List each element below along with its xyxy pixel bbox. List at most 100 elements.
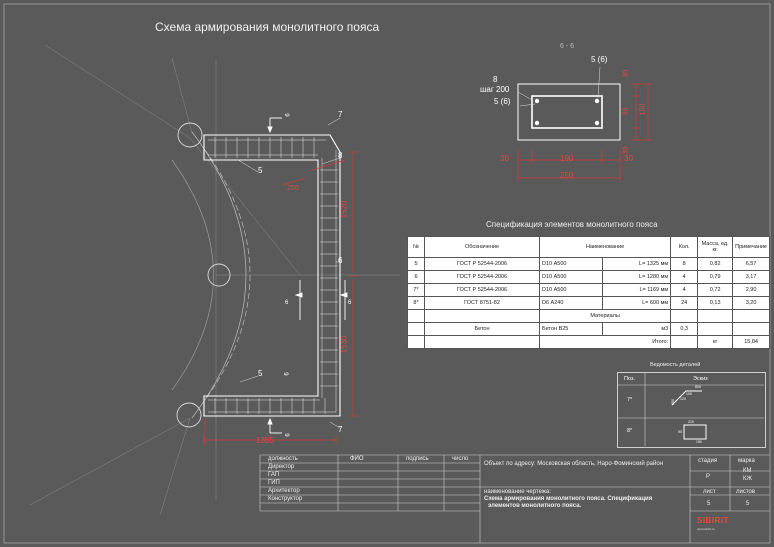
stamp-mark-label: марка <box>738 458 755 464</box>
spec-cell-mass: 0,82 <box>697 257 734 271</box>
plan-dim-1385: 1385 <box>256 436 274 445</box>
rebar-grid-top <box>208 137 326 158</box>
vedomost-s2-a: 210 <box>688 420 694 424</box>
spec-cell-no: 6 <box>407 270 425 284</box>
page-title: Схема армирования монолитного пояса <box>155 20 380 34</box>
plan-label-5-top: 5 <box>258 166 263 175</box>
plan-label-8: 8 <box>338 151 343 160</box>
stamp-sheet-label: лист <box>703 489 716 495</box>
plan-label-5-bottom: 5 <box>258 369 263 378</box>
section-label-5-6-left: 5 (6) <box>494 97 511 106</box>
spec-col-note: Примечание <box>732 236 770 258</box>
stamp-stage-label: стадия <box>698 458 718 464</box>
belt-outline <box>203 134 341 417</box>
spec-cell-designation: ГОСТ Р 52544-2006 <box>424 270 540 284</box>
stamp-sheet-value: 5 <box>707 501 711 507</box>
spec-material-unit: м3 <box>601 322 672 336</box>
spec-col-mass: Масса, ед. кг. <box>697 236 734 258</box>
spec-cell-note: 2,90 <box>732 283 770 297</box>
logo: SIBIRIT <box>697 516 729 525</box>
section-label-8: 8 <box>493 75 498 84</box>
spec-cell-no: 8* <box>407 296 425 310</box>
section-dim-190: 190 <box>560 154 574 163</box>
construction-lines <box>29 44 400 516</box>
vedomost-s1-a: 800 <box>695 385 701 389</box>
spec-cell-qty: 4 <box>670 270 699 284</box>
column-circle-top <box>177 122 203 148</box>
spec-cell-no: 7* <box>407 283 425 297</box>
vedomost-row2-pos: 8* <box>627 428 633 434</box>
stamp-sheets-label: листов <box>736 489 756 495</box>
spec-cell-name: D10 А500 <box>539 270 603 284</box>
stamp-col-fio: ФИО <box>350 456 364 462</box>
stamp-role-architect: Архитектор <box>268 488 300 494</box>
vedomost-row1-pos: 7* <box>627 397 633 403</box>
column-circle-middle <box>207 263 231 287</box>
spec-cell-mass: 0,72 <box>697 283 734 297</box>
spec-cell-name: D6 А240 <box>539 296 603 310</box>
vedomost-s2-c: 190 <box>696 440 702 444</box>
spec-title: Спецификация элементов монолитного пояса <box>486 220 658 229</box>
plan-label-6-bottom: 6 <box>285 433 292 437</box>
plan-dim-250: 250 <box>287 185 299 192</box>
stamp-col-date: число <box>452 456 469 462</box>
section-6-6 <box>517 66 652 182</box>
spec-cell-length: L= 1169 мм <box>601 283 672 297</box>
spec-materials-header: Материалы <box>538 309 672 323</box>
logo-site: www.sibirit.ru <box>697 527 715 531</box>
vedomost-s1-b: 100 <box>686 392 692 396</box>
section-title: 6 - 6 <box>560 43 575 50</box>
stamp-role-gip: ГИП <box>268 480 280 486</box>
stamp-stage-value: Р <box>706 474 711 480</box>
plan-label-6-mid-right: 6 <box>348 300 352 306</box>
sheet-frame <box>3 3 771 544</box>
vedomost-s2-b: 90 <box>678 430 682 434</box>
spec-cell-mass: 0,79 <box>697 270 734 284</box>
spec-cell-mass: 0,13 <box>697 296 734 310</box>
spec-cell-length: L= 600 мм <box>601 296 672 310</box>
spec-material-designation: Бетон <box>424 322 540 336</box>
spec-cell-name: D10 А500 <box>539 257 603 271</box>
spec-cell-length: L= 1280 мм <box>601 270 672 284</box>
spec-cell-no: 5 <box>407 257 425 271</box>
stamp-sheets-value: 5 <box>746 501 750 507</box>
spec-row: 7* ГОСТ Р 52544-2006 D10 А500 L= 1169 мм… <box>407 283 770 297</box>
section-dim-30-top: 30 <box>622 69 630 78</box>
spec-col-qty: Кол. <box>670 236 699 258</box>
stamp-mark-value-1: КМ <box>743 468 752 474</box>
plan-label-6-bottom-upper: 6 <box>284 372 291 376</box>
spec-total-label: Итого: <box>538 335 672 349</box>
spec-col-designation: Обозначение <box>424 236 540 258</box>
spec-total-row: Итого: кг 15,84 <box>407 335 770 349</box>
spec-row: 5 ГОСТ Р 52544-2006 D10 А500 L= 1325 мм … <box>407 257 770 271</box>
spec-cell-name: D10 А500 <box>539 283 603 297</box>
vedomost-s1-c: 120 <box>680 397 686 401</box>
plan-label-6-mid-left: 6 <box>285 300 289 306</box>
stamp-object: Объект по адресу: Московская область, На… <box>484 461 664 467</box>
section-markers <box>267 117 348 434</box>
stamp-drawing-name-1: Схема армирования монолитного пояса. Спе… <box>484 496 653 502</box>
stamp-col-sign: подпись <box>406 456 429 462</box>
plan-label-7-top: 7 <box>338 110 343 119</box>
section-dim-30-left: 30 <box>500 154 509 163</box>
spec-cell-designation: ГОСТ 8751-82 <box>424 296 540 310</box>
spec-material-name: Бетон В25 <box>539 322 603 336</box>
spec-cell-note: 3,20 <box>732 296 770 310</box>
plan-dim-1520: 1520 <box>339 200 349 219</box>
arc-lines <box>171 131 251 419</box>
spec-cell-note: 3,17 <box>732 270 770 284</box>
spec-total-value: 15,84 <box>732 335 770 349</box>
spec-row: 6 ГОСТ Р 52544-2006 D10 А500 L= 1280 мм … <box>407 270 770 284</box>
spec-cell-qty: 8 <box>670 257 699 271</box>
vedomost-table <box>617 372 766 448</box>
section-label-step: шаг 200 <box>480 85 510 94</box>
spec-cell-qty: 24 <box>670 296 699 310</box>
spec-row: 8* ГОСТ 8751-82 D6 А240 L= 600 мм 24 0,1… <box>407 296 770 310</box>
spec-col-no: № <box>407 236 425 258</box>
spec-cell-designation: ГОСТ Р 52544-2006 <box>424 257 540 271</box>
spec-material-row: Бетон Бетон В25 м3 0,3 <box>407 322 770 336</box>
section-dim-90: 90 <box>622 107 630 116</box>
stamp-drawing-name-2: элементов монолитного пояса. <box>488 503 582 509</box>
plan-label-6-right: 6 <box>338 256 343 265</box>
